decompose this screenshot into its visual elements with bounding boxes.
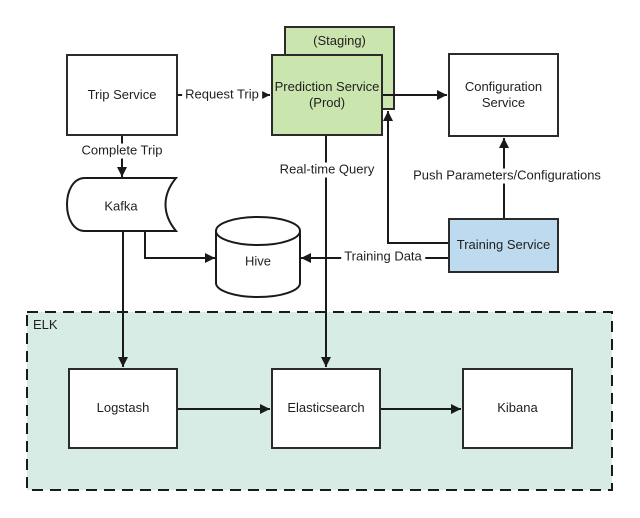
push-parameters-label: Push Parameters/Configurations: [410, 168, 604, 184]
node-elasticsearch: Elasticsearch: [271, 368, 381, 449]
node-kibana: Kibana: [462, 368, 573, 449]
training-data-label: Training Data: [341, 249, 425, 265]
request-trip-label: Request Trip: [182, 87, 262, 103]
hive-cylinder-body: [215, 231, 301, 298]
complete-trip-label: Complete Trip: [78, 143, 166, 159]
kafka-label: Kafka: [104, 198, 138, 214]
node-training-service: Training Service: [448, 218, 559, 273]
node-configuration-service: Configuration Service: [448, 53, 559, 137]
node-logstash: Logstash: [68, 368, 178, 449]
node-trip-service: Trip Service: [66, 54, 178, 136]
node-prediction-service-prod: Prediction Service (Prod): [271, 54, 383, 136]
real-time-query-label: Real-time Query: [276, 162, 378, 178]
hive-cylinder-top: [215, 216, 301, 246]
kafka-stored-data-shape: [66, 177, 179, 232]
hive-label: Hive: [244, 253, 272, 269]
elk-group-label: ELK: [33, 317, 58, 332]
